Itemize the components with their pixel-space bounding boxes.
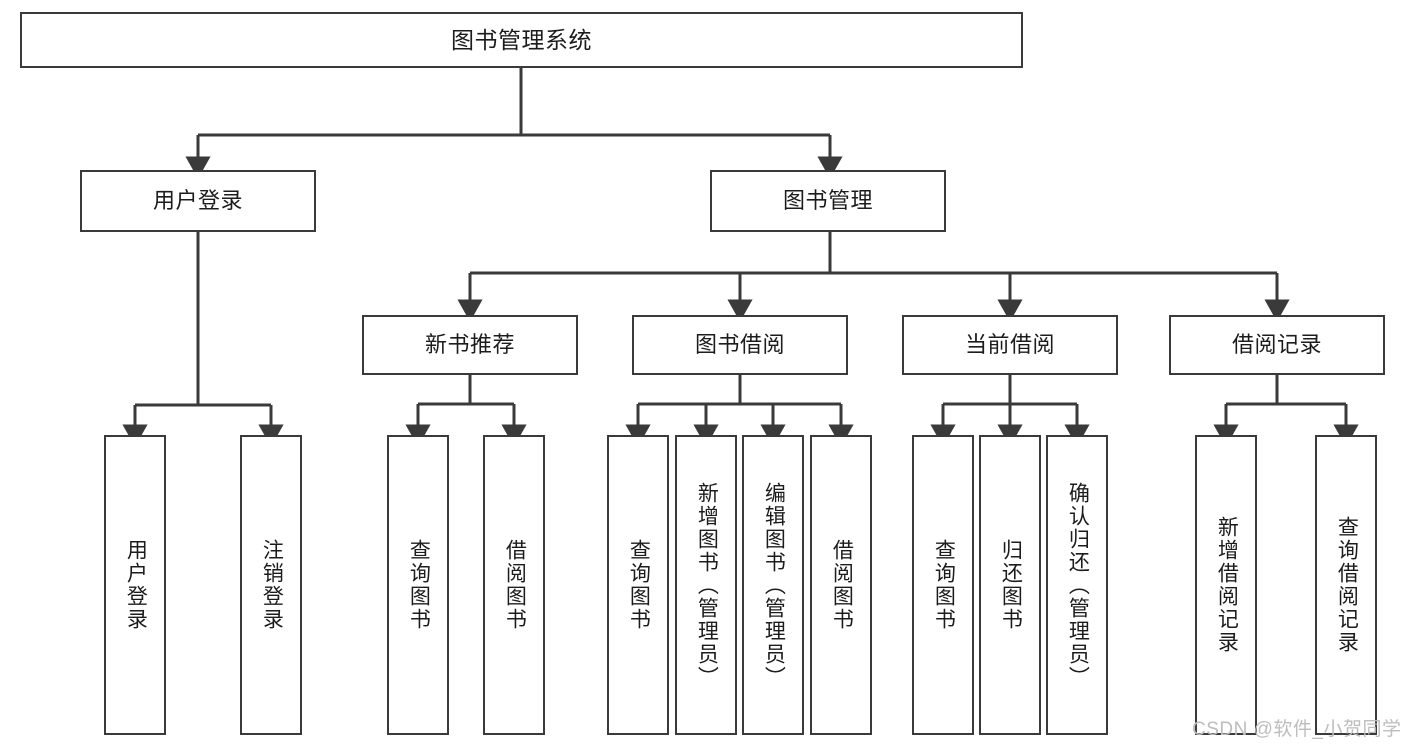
leaf-add-borrow-record[interactable]: 新增借阅记录 [1195, 435, 1257, 735]
node-label: 归还图书 [999, 539, 1023, 631]
node-book-borrow[interactable]: 图书借阅 [632, 315, 848, 375]
leaf-borrow-book[interactable]: 借阅图书 [810, 435, 872, 735]
node-label: 借阅图书 [503, 539, 527, 631]
leaf-add-book-admin[interactable]: 新增图书（管理员） [675, 435, 737, 735]
node-label: 图书借阅 [694, 332, 785, 358]
node-label: 用户登录 [124, 539, 148, 631]
node-label: 新增图书（管理员） [695, 481, 719, 689]
node-label: 查询借阅记录 [1335, 516, 1359, 654]
node-label: 注销登录 [260, 539, 284, 631]
node-new-book-recommend[interactable]: 新书推荐 [362, 315, 578, 375]
leaf-confirm-return-admin[interactable]: 确认归还（管理员） [1046, 435, 1108, 735]
node-label: 新书推荐 [424, 332, 515, 358]
node-user-login[interactable]: 用户登录 [80, 170, 316, 232]
leaf-query-book-borrow[interactable]: 查询图书 [607, 435, 669, 735]
node-label: 用户登录 [152, 188, 243, 214]
node-label: 查询图书 [932, 539, 956, 631]
leaf-query-book-recommend[interactable]: 查询图书 [387, 435, 449, 735]
leaf-logout[interactable]: 注销登录 [240, 435, 302, 735]
node-label: 查询图书 [627, 539, 651, 631]
leaf-return-book[interactable]: 归还图书 [979, 435, 1041, 735]
leaf-edit-book-admin[interactable]: 编辑图书（管理员） [742, 435, 804, 735]
csdn-watermark: CSDN @软件_小贺同学 [1192, 719, 1402, 740]
leaf-user-login[interactable]: 用户登录 [104, 435, 166, 735]
node-borrow-records[interactable]: 借阅记录 [1169, 315, 1385, 375]
leaf-query-book-current[interactable]: 查询图书 [912, 435, 974, 735]
node-label: 图书管理系统 [451, 26, 592, 53]
node-label: 当前借阅 [964, 332, 1055, 358]
node-label: 编辑图书（管理员） [762, 481, 786, 689]
node-label: 图书管理 [782, 188, 873, 214]
leaf-borrow-book-recommend[interactable]: 借阅图书 [483, 435, 545, 735]
node-current-borrow[interactable]: 当前借阅 [902, 315, 1118, 375]
node-label: 查询图书 [407, 539, 431, 631]
node-label: 借阅记录 [1231, 332, 1322, 358]
leaf-query-borrow-record[interactable]: 查询借阅记录 [1315, 435, 1377, 735]
node-label: 新增借阅记录 [1215, 516, 1239, 654]
node-label: 确认归还（管理员） [1066, 481, 1090, 689]
node-root-system[interactable]: 图书管理系统 [20, 12, 1023, 68]
node-label: 借阅图书 [830, 539, 854, 631]
node-book-management[interactable]: 图书管理 [710, 170, 946, 232]
